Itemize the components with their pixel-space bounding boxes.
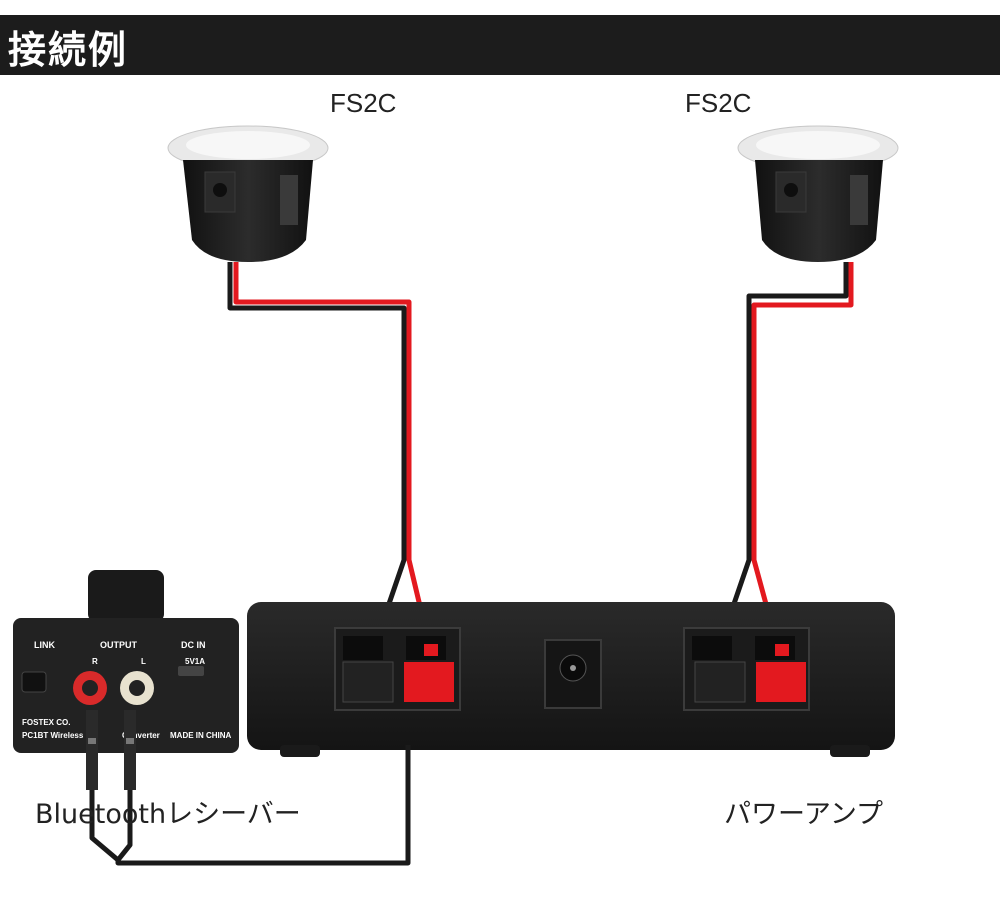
amp-dc-jack [544,639,602,709]
receiver-l-label: L [141,657,146,666]
rca-cable [86,710,411,866]
receiver-label: Bluetoothレシーバー [35,799,301,830]
receiver-model: PC1BT Wireless [22,731,84,740]
receiver-model-tail: Converter [122,731,160,740]
receiver-origin: MADE IN CHINA [170,731,232,740]
amp-terminal-right [683,627,810,711]
receiver-r-label: R [92,657,98,666]
speaker-right [737,125,899,262]
receiver-maker: FOSTEX CO. [22,718,70,727]
receiver-dcin-label: DC IN [181,640,206,650]
bluetooth-receiver: LINK OUTPUT DC IN R L 5V1A FOSTEX CO. PC… [13,570,239,753]
header-bar: 接続例 [0,15,1000,75]
amp-terminal-left [334,627,461,711]
speaker-left-label: FS2C [330,88,397,118]
speaker-left [167,125,329,262]
power-amplifier [247,602,895,757]
page-title: 接続例 [8,28,129,72]
speaker-wire-right [722,262,854,649]
receiver-power-spec: 5V1A [185,657,205,666]
speaker-wire-left [227,262,433,649]
speaker-right-label: FS2C [685,88,752,118]
receiver-link-label: LINK [34,640,55,650]
receiver-output-label: OUTPUT [100,640,138,650]
amplifier-label: パワーアンプ [724,799,884,830]
